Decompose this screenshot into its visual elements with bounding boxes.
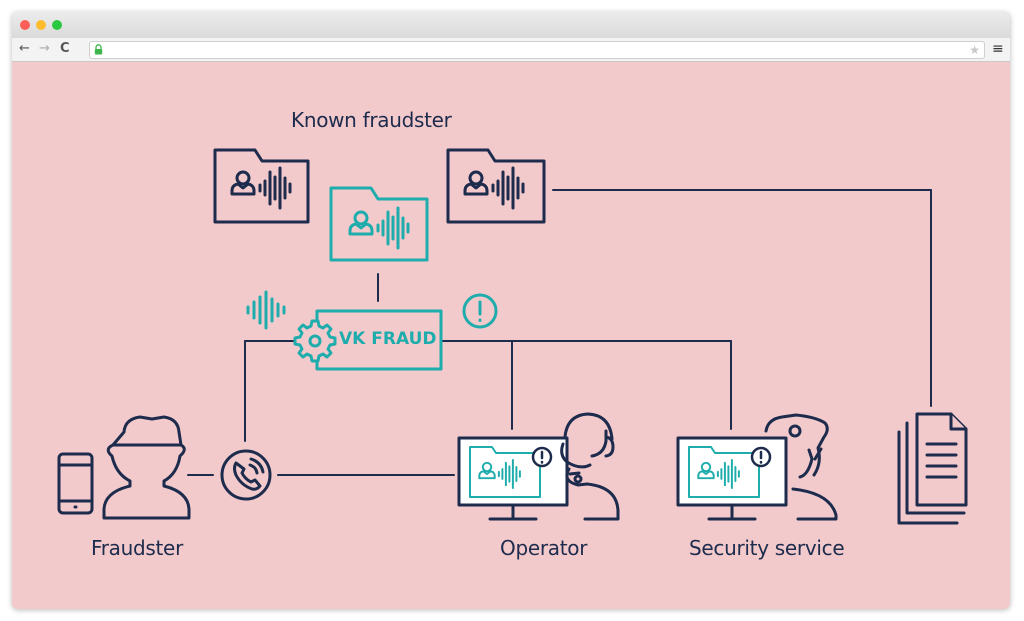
soundwave-icon xyxy=(246,290,286,330)
zoom-window-button[interactable] xyxy=(52,20,62,30)
operator-label: Operator xyxy=(500,536,588,560)
back-button[interactable]: ← xyxy=(19,41,30,56)
matched-voiceprint-folder-icon xyxy=(329,186,429,262)
alert-icon xyxy=(462,293,498,329)
security-service-label: Security service xyxy=(689,536,845,560)
diagram-canvas: Known fraudster VK FRAUD Fraudster Opera… xyxy=(12,61,1010,609)
connector-lines xyxy=(187,189,932,476)
known-fraudster-label: Known fraudster xyxy=(291,108,452,132)
smartphone-icon xyxy=(57,452,94,515)
security-guard-icon xyxy=(764,413,838,521)
headset-operator-icon xyxy=(560,412,620,521)
documents-icon xyxy=(897,412,968,525)
vk-fraud-label: VK FRAUD xyxy=(339,329,437,349)
reload-button[interactable]: C xyxy=(60,41,70,56)
close-window-button[interactable] xyxy=(20,20,30,30)
operator-monitor-icon xyxy=(457,436,569,521)
fraudster-icon xyxy=(102,415,191,520)
security-monitor-icon xyxy=(676,436,788,521)
gear-icon xyxy=(293,319,337,363)
bookmark-star-icon[interactable]: ★ xyxy=(969,43,980,57)
minimize-window-button[interactable] xyxy=(36,20,46,30)
browser-menu-icon[interactable]: ≡ xyxy=(992,41,1004,57)
title-bar xyxy=(12,12,1010,38)
fraudster-label: Fraudster xyxy=(91,536,183,560)
browser-window: ← → C ★ ≡ xyxy=(12,12,1010,609)
lock-icon xyxy=(94,44,103,55)
forward-button[interactable]: → xyxy=(39,41,50,56)
known-fraudster-folder-icon xyxy=(213,148,310,224)
browser-toolbar: ← → C ★ ≡ xyxy=(12,38,1010,62)
known-fraudster-folder-icon-2 xyxy=(446,148,546,224)
address-bar[interactable]: ★ xyxy=(89,41,985,59)
phone-icon xyxy=(220,449,272,501)
